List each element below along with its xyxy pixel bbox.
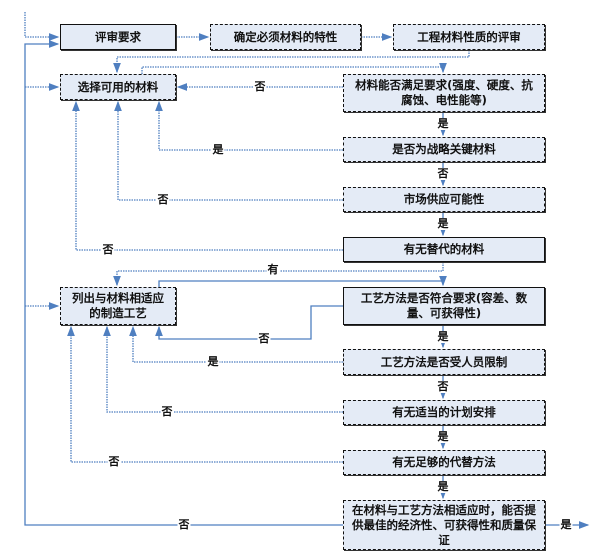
node-list-manufacturing-processes: 列出与材料相适应的制造工艺: [60, 287, 176, 325]
edge-final-no-to-start: [24, 40, 343, 526]
edge-list-to-process: [158, 275, 447, 287]
label-strategic-yes: 是: [211, 143, 225, 156]
label-market-yes: 是: [436, 217, 450, 230]
edge-strategic-yes-to-select: [155, 100, 343, 151]
label-personnel-yes: 是: [206, 355, 220, 368]
node-process-meets-requirements: 工艺方法是否符合要求(容差、数量、可获得性): [343, 287, 545, 325]
trunk-top: [24, 12, 60, 41]
label-final-yes: 是: [559, 518, 573, 531]
label-market-no: 否: [156, 193, 170, 206]
node-review-engineering-materials: 工程材料性质的评审: [393, 24, 545, 50]
edge-process-no-to-list: [155, 305, 343, 340]
node-strategic-critical-material: 是否为战略关键材料: [343, 137, 545, 162]
label-final-no: 否: [177, 518, 191, 531]
label-process-yes: 是: [436, 330, 450, 343]
edge-alternative-no-to-list: [67, 325, 343, 463]
node-determine-material-properties: 确定必须材料的特性: [210, 24, 361, 50]
node-process-personnel-limited: 工艺方法是否受人员限制: [343, 349, 545, 375]
label-alternative-no: 否: [107, 455, 121, 468]
node-proper-planning: 有无适当的计划安排: [343, 400, 545, 425]
edge-engineering-to-select: [113, 50, 470, 74]
edge-personnel-yes-to-list: [129, 325, 343, 363]
label-substitute-no: 否: [101, 243, 115, 256]
edge-select-to-meets: [141, 62, 447, 74]
label-meets-no: 否: [253, 80, 267, 93]
label-planning-no: 否: [160, 405, 174, 418]
label-meets-yes: 是: [436, 117, 450, 130]
label-alternative-yes: 是: [436, 480, 450, 493]
node-sufficient-alternative-methods: 有无足够的代替方法: [343, 450, 545, 475]
edge-market-no-to-select: [114, 100, 343, 201]
node-select-available-materials: 选择可用的材料: [60, 74, 176, 100]
label-planning-yes: 是: [436, 430, 450, 443]
node-best-economy-quality: 在材料与工艺方法相适应时，能否提供最佳的经济性、可获得性和质量保证: [343, 500, 545, 550]
node-material-meets-requirements: 材料能否满足要求(强度、硬度、抗腐蚀、电性能等): [343, 74, 545, 112]
node-substitute-material: 有无替代的材料: [343, 237, 545, 262]
edge-substitute-no-to-select: [72, 100, 343, 251]
label-substitute-has: 有: [266, 263, 280, 276]
label-strategic-no: 否: [436, 167, 450, 180]
label-process-no: 否: [257, 332, 271, 345]
edge-planning-no-to-list: [103, 325, 343, 413]
node-review-requirements: 评审要求: [60, 24, 176, 50]
label-personnel-no: 否: [436, 380, 450, 393]
node-market-supply-possibility: 市场供应可能性: [343, 187, 545, 212]
